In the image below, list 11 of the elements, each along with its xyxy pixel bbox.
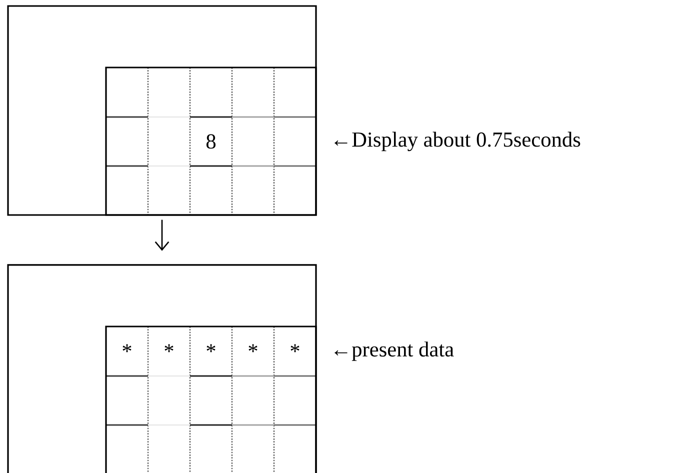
annotation: ←Display about 0.75seconds xyxy=(334,132,580,152)
arrow xyxy=(154,220,170,251)
display-character: * xyxy=(206,344,216,352)
annotation: ←present data xyxy=(334,342,454,361)
display-character: * xyxy=(122,344,132,352)
display-panel xyxy=(7,264,317,473)
display-panel xyxy=(7,5,317,216)
display-character: * xyxy=(164,344,174,352)
display-character: 8 xyxy=(206,134,216,149)
display-character: * xyxy=(248,344,258,352)
display-character: * xyxy=(290,344,300,352)
